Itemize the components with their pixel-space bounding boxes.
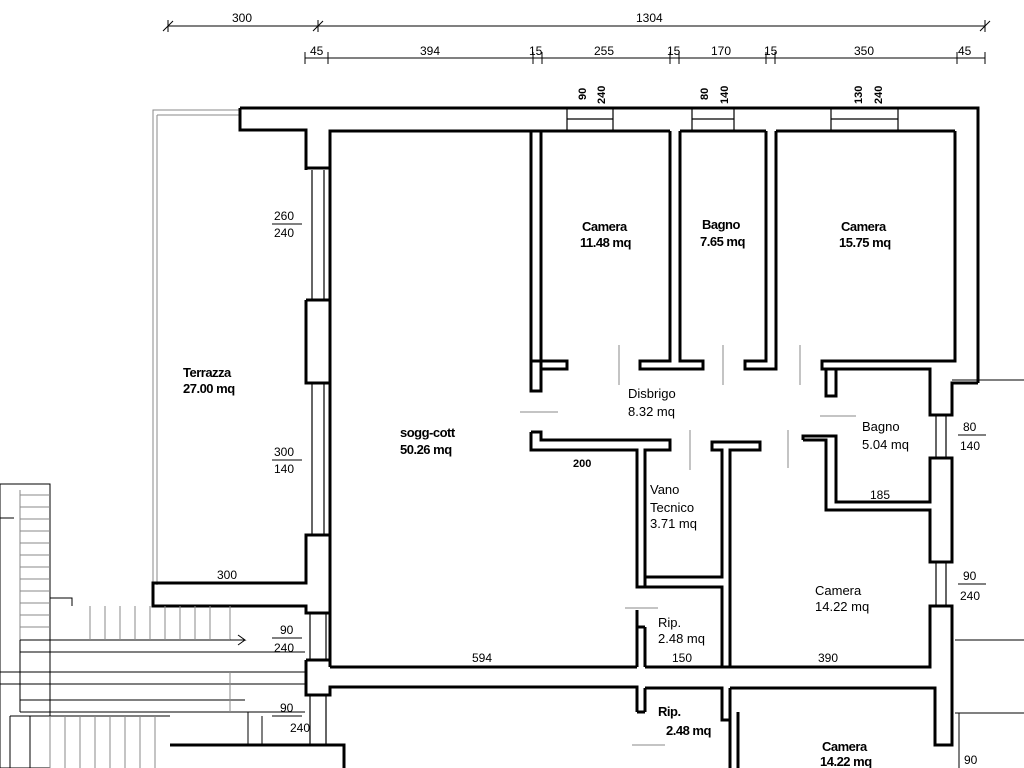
- staircase: [0, 483, 305, 768]
- win3-dim-b: 240: [873, 86, 885, 104]
- room-rip-lower-area: 2.48 mq: [666, 723, 711, 738]
- dim-left-90a: 90: [280, 623, 294, 637]
- room-disbrigo-name: Disbrigo: [628, 386, 676, 401]
- dim-right-90b: 90: [964, 753, 978, 767]
- room-soggiorno-name: sogg-cott: [400, 425, 456, 440]
- terrace-outline: [152, 109, 240, 585]
- room-camera1-name: Camera: [582, 219, 628, 234]
- dim-right-240: 240: [960, 589, 980, 603]
- win1-dim-a: 90: [577, 88, 589, 100]
- dim-left-300: 300: [274, 445, 294, 459]
- win1-dim-b: 240: [596, 86, 608, 104]
- dim-top-300: 300: [232, 11, 252, 25]
- dim-150: 150: [672, 651, 692, 665]
- room-vano-area: 3.71 mq: [650, 516, 697, 531]
- win3-dim-a: 130: [853, 86, 865, 104]
- room-camera3-name: Camera: [815, 583, 862, 598]
- top-dimension-lines: [162, 20, 991, 64]
- dim-row2-15c: 15: [764, 44, 778, 58]
- dim-left-240b: 240: [274, 641, 294, 655]
- dim-row2-350: 350: [854, 44, 874, 58]
- room-bagno2-area: 5.04 mq: [862, 437, 909, 452]
- room-rip-name: Rip.: [658, 615, 681, 630]
- room-vano-name1: Vano: [650, 482, 679, 497]
- room-camera-lower-area: 14.22 mq: [820, 754, 872, 768]
- dim-390: 390: [818, 651, 838, 665]
- dim-left-240a: 240: [274, 226, 294, 240]
- room-camera2-area: 15.75 mq: [839, 235, 891, 250]
- dim-row2-255: 255: [594, 44, 614, 58]
- dim-left-260: 260: [274, 209, 294, 223]
- dim-row2-394: 394: [420, 44, 440, 58]
- room-bagno1-area: 7.65 mq: [700, 234, 745, 249]
- walls: [151, 106, 980, 768]
- dim-left-90b: 90: [280, 701, 294, 715]
- door-marks: [520, 345, 856, 746]
- windows: [309, 107, 947, 745]
- inner-dimension-ticks: [272, 223, 986, 717]
- dim-row2-15a: 15: [529, 44, 543, 58]
- dim-row2-45b: 45: [958, 44, 972, 58]
- dim-top-1304: 1304: [636, 11, 663, 25]
- room-soggiorno-area: 50.26 mq: [400, 442, 452, 457]
- room-disbrigo-area: 8.32 mq: [628, 404, 675, 419]
- dim-row2-170: 170: [711, 44, 731, 58]
- room-camera-lower-name: Camera: [822, 739, 868, 754]
- room-terrazza-area: 27.00 mq: [183, 381, 235, 396]
- room-bagno2-name: Bagno: [862, 419, 900, 434]
- room-bagno1-name: Bagno: [702, 217, 741, 232]
- right-neighbour: [952, 379, 1024, 768]
- win2-dim-a: 80: [699, 88, 711, 100]
- dim-right-90a: 90: [963, 569, 977, 583]
- dim-right-80: 80: [963, 420, 977, 434]
- dim-row2-45a: 45: [310, 44, 324, 58]
- dim-594: 594: [472, 651, 492, 665]
- dim-right-140: 140: [960, 439, 980, 453]
- dim-left-140: 140: [274, 462, 294, 476]
- dim-terrace-300: 300: [217, 568, 237, 582]
- room-rip-area: 2.48 mq: [658, 631, 705, 646]
- room-vano-name2: Tecnico: [650, 500, 694, 515]
- room-rip-lower-name: Rip.: [658, 704, 681, 719]
- room-terrazza-name: Terrazza: [183, 365, 232, 380]
- dim-row2-15b: 15: [667, 44, 681, 58]
- dim-200: 200: [573, 458, 591, 470]
- dim-left-240c: 240: [290, 721, 310, 735]
- win2-dim-b: 140: [719, 86, 731, 104]
- room-camera1-area: 11.48 mq: [580, 235, 631, 250]
- room-camera3-area: 14.22 mq: [815, 599, 869, 614]
- dim-185: 185: [870, 488, 890, 502]
- room-camera2-name: Camera: [841, 219, 887, 234]
